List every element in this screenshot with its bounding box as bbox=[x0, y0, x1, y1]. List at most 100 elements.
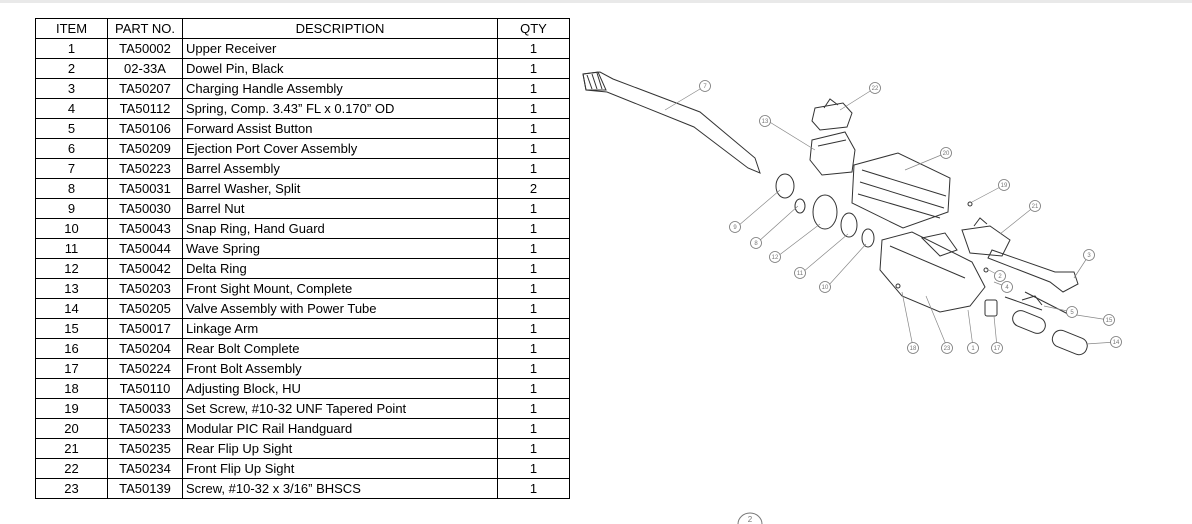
barrel-part bbox=[582, 71, 761, 174]
part-no-cell: TA50031 bbox=[107, 178, 183, 199]
flash-hider-part bbox=[582, 71, 607, 91]
description-cell: Dowel Pin, Black bbox=[182, 58, 498, 79]
description-cell: Set Screw, #10-32 UNF Tapered Point bbox=[182, 398, 498, 419]
callout-5: 5 bbox=[1066, 306, 1078, 318]
item-cell: 23 bbox=[35, 478, 108, 499]
callout-18: 18 bbox=[907, 342, 919, 354]
description-cell: Barrel Washer, Split bbox=[182, 178, 498, 199]
callout-label: 12 bbox=[772, 255, 779, 261]
callout-21: 21 bbox=[1029, 200, 1041, 212]
callout-label: 10 bbox=[822, 285, 829, 291]
page-number: 2 bbox=[748, 515, 753, 524]
rear-flip-sight-part bbox=[961, 217, 1011, 257]
description-cell: Valve Assembly with Power Tube bbox=[182, 298, 498, 319]
callout-9: 9 bbox=[729, 221, 741, 233]
callout-10: 10 bbox=[819, 281, 831, 293]
description-cell: Rear Flip Up Sight bbox=[182, 438, 498, 459]
part-no-cell: TA50139 bbox=[107, 478, 183, 499]
page-number-marker: 2 bbox=[737, 512, 763, 524]
callout-label: 7 bbox=[703, 84, 707, 90]
qty-cell: 1 bbox=[497, 78, 570, 99]
callout-22: 22 bbox=[869, 82, 881, 94]
callout-label: 5 bbox=[1070, 310, 1074, 316]
callout-label: 22 bbox=[872, 86, 879, 92]
upper-receiver-part bbox=[879, 231, 986, 313]
part-no-cell: TA50033 bbox=[107, 398, 183, 419]
callout-2: 2 bbox=[994, 270, 1006, 282]
callout-13: 13 bbox=[759, 115, 771, 127]
callout-label: 15 bbox=[1106, 318, 1113, 324]
table-header-row: ITEM PART NO. DESCRIPTION QTY bbox=[35, 18, 570, 39]
ejection-port-cover-part bbox=[920, 232, 958, 257]
callout-23: 23 bbox=[941, 342, 953, 354]
item-cell: 14 bbox=[35, 298, 108, 319]
part-no-cell: TA50042 bbox=[107, 258, 183, 279]
callout-label: 8 bbox=[754, 241, 758, 247]
callout-label: 17 bbox=[994, 346, 1001, 352]
callout-label: 20 bbox=[943, 151, 950, 157]
description-cell: Front Bolt Assembly bbox=[182, 358, 498, 379]
part-no-cell: TA50234 bbox=[107, 458, 183, 479]
callout-label: 11 bbox=[797, 271, 804, 277]
callout-label: 21 bbox=[1032, 204, 1039, 210]
front-bolt-part bbox=[1012, 310, 1046, 334]
barrel-washer-part bbox=[794, 198, 806, 214]
forward-assist-part bbox=[1004, 295, 1043, 311]
item-cell: 11 bbox=[35, 238, 108, 259]
part-no-cell: TA50106 bbox=[107, 118, 183, 139]
callout-17: 17 bbox=[991, 342, 1003, 354]
header-qty: QTY bbox=[497, 18, 570, 39]
header-part-no: PART NO. bbox=[107, 18, 183, 39]
barrel-nut-part bbox=[775, 173, 795, 199]
description-cell: Screw, #10-32 x 3/16” BHSCS bbox=[182, 478, 498, 499]
front-sight-mount-part bbox=[809, 131, 856, 176]
handguard-part bbox=[851, 152, 951, 229]
dowel-pin-part bbox=[983, 267, 989, 273]
callout-1: 1 bbox=[967, 342, 979, 354]
callout-7: 7 bbox=[699, 80, 711, 92]
screw-part bbox=[895, 283, 901, 289]
description-cell: Spring, Comp. 3.43” FL x 0.170” OD bbox=[182, 98, 498, 119]
top-border bbox=[0, 0, 1192, 3]
part-no-cell: TA50207 bbox=[107, 78, 183, 99]
callout-label: 18 bbox=[910, 346, 917, 352]
header-description: DESCRIPTION bbox=[182, 18, 498, 39]
item-cell: 17 bbox=[35, 358, 108, 379]
callout-3: 3 bbox=[1083, 249, 1095, 261]
callout-label: 4 bbox=[1005, 285, 1009, 291]
linkage-arm-part bbox=[1024, 291, 1069, 315]
front-flip-sight-part bbox=[811, 98, 853, 131]
callout-4: 4 bbox=[1001, 281, 1013, 293]
callout-label: 3 bbox=[1087, 253, 1091, 259]
callout-19: 19 bbox=[998, 179, 1010, 191]
callout-label: 2 bbox=[998, 274, 1002, 280]
delta-ring-part bbox=[812, 194, 838, 230]
part-no-cell: TA50017 bbox=[107, 318, 183, 339]
callout-20: 20 bbox=[940, 147, 952, 159]
part-no-cell: TA50030 bbox=[107, 198, 183, 219]
callout-label: 9 bbox=[733, 225, 737, 231]
part-no-cell: TA50205 bbox=[107, 298, 183, 319]
callout-label: 19 bbox=[1001, 183, 1008, 189]
callout-12: 12 bbox=[769, 251, 781, 263]
description-cell: Front Flip Up Sight bbox=[182, 458, 498, 479]
description-cell: Ejection Port Cover Assembly bbox=[182, 138, 498, 159]
charging-handle-part bbox=[987, 249, 1079, 293]
set-screw-part bbox=[967, 201, 973, 207]
